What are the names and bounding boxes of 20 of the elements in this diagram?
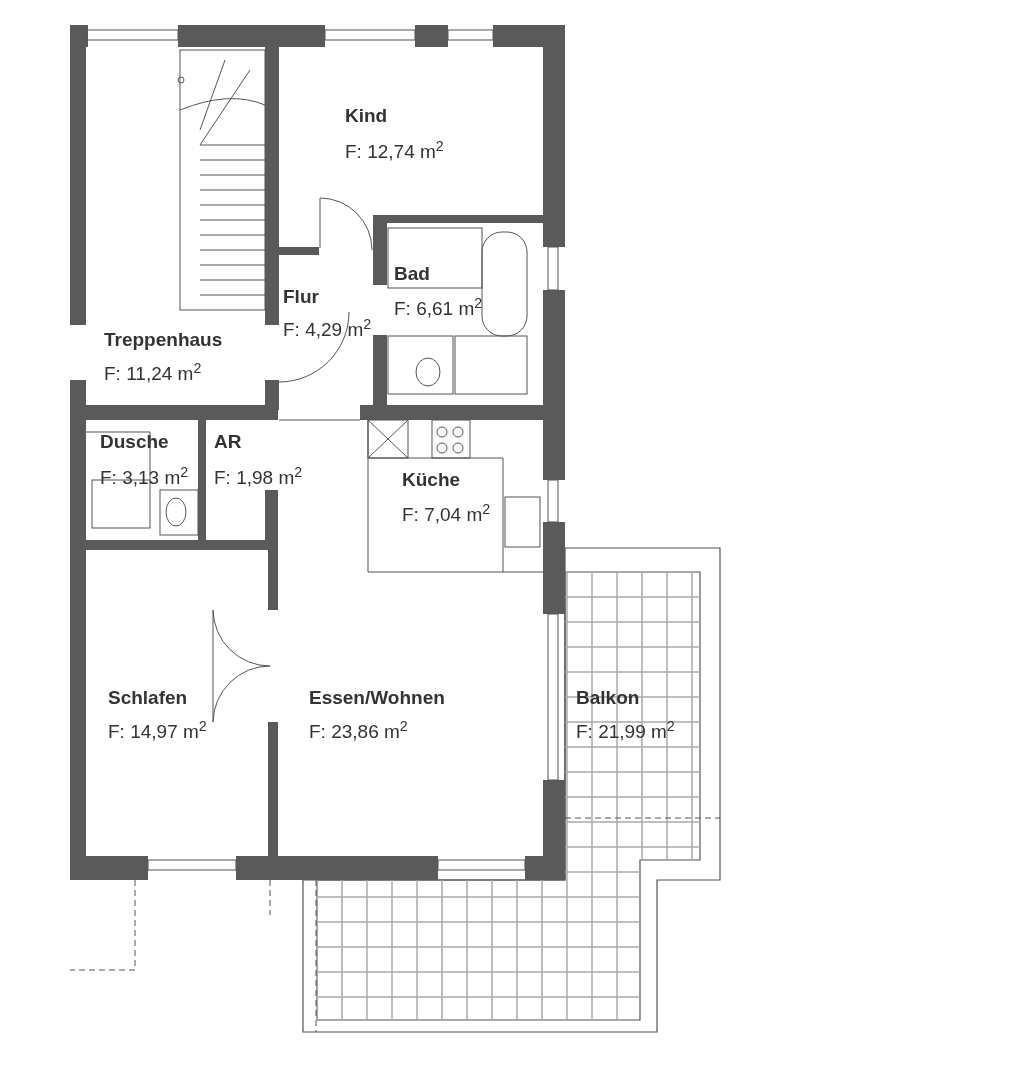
room-name: Flur (283, 285, 319, 309)
room-name: Kind (345, 104, 388, 128)
room-name: Schlafen (108, 686, 188, 710)
room-name: Treppenhaus (104, 328, 223, 352)
room-area: F: 12,74 m$^{2}$ (345, 140, 444, 164)
room-name: Dusche (100, 430, 169, 454)
room-area: F: 3,13 m$^{2}$ (100, 466, 189, 490)
room-name: Essen/Wohnen (309, 686, 445, 710)
room-area: F: 4,29 m$^{2}$ (283, 318, 372, 342)
room-area: F: 23,86 m$^{2}$ (309, 720, 408, 744)
room-area: F: 11,24 m$^{2}$ (104, 362, 202, 386)
room-area: F: 6,61 m$^{2}$ (394, 297, 483, 321)
room-area: F: 1,98 m$^{2}$ (214, 466, 303, 490)
room-name: Küche (402, 468, 461, 492)
room-name: Balkon (576, 686, 640, 710)
room-name: Bad (394, 262, 430, 286)
room-area: F: 21,99 m$^{2}$ (576, 720, 675, 744)
room-name: AR (214, 430, 242, 454)
room-area: F: 14,97 m$^{2}$ (108, 720, 207, 744)
room-area: F: 7,04 m$^{2}$ (402, 503, 491, 527)
